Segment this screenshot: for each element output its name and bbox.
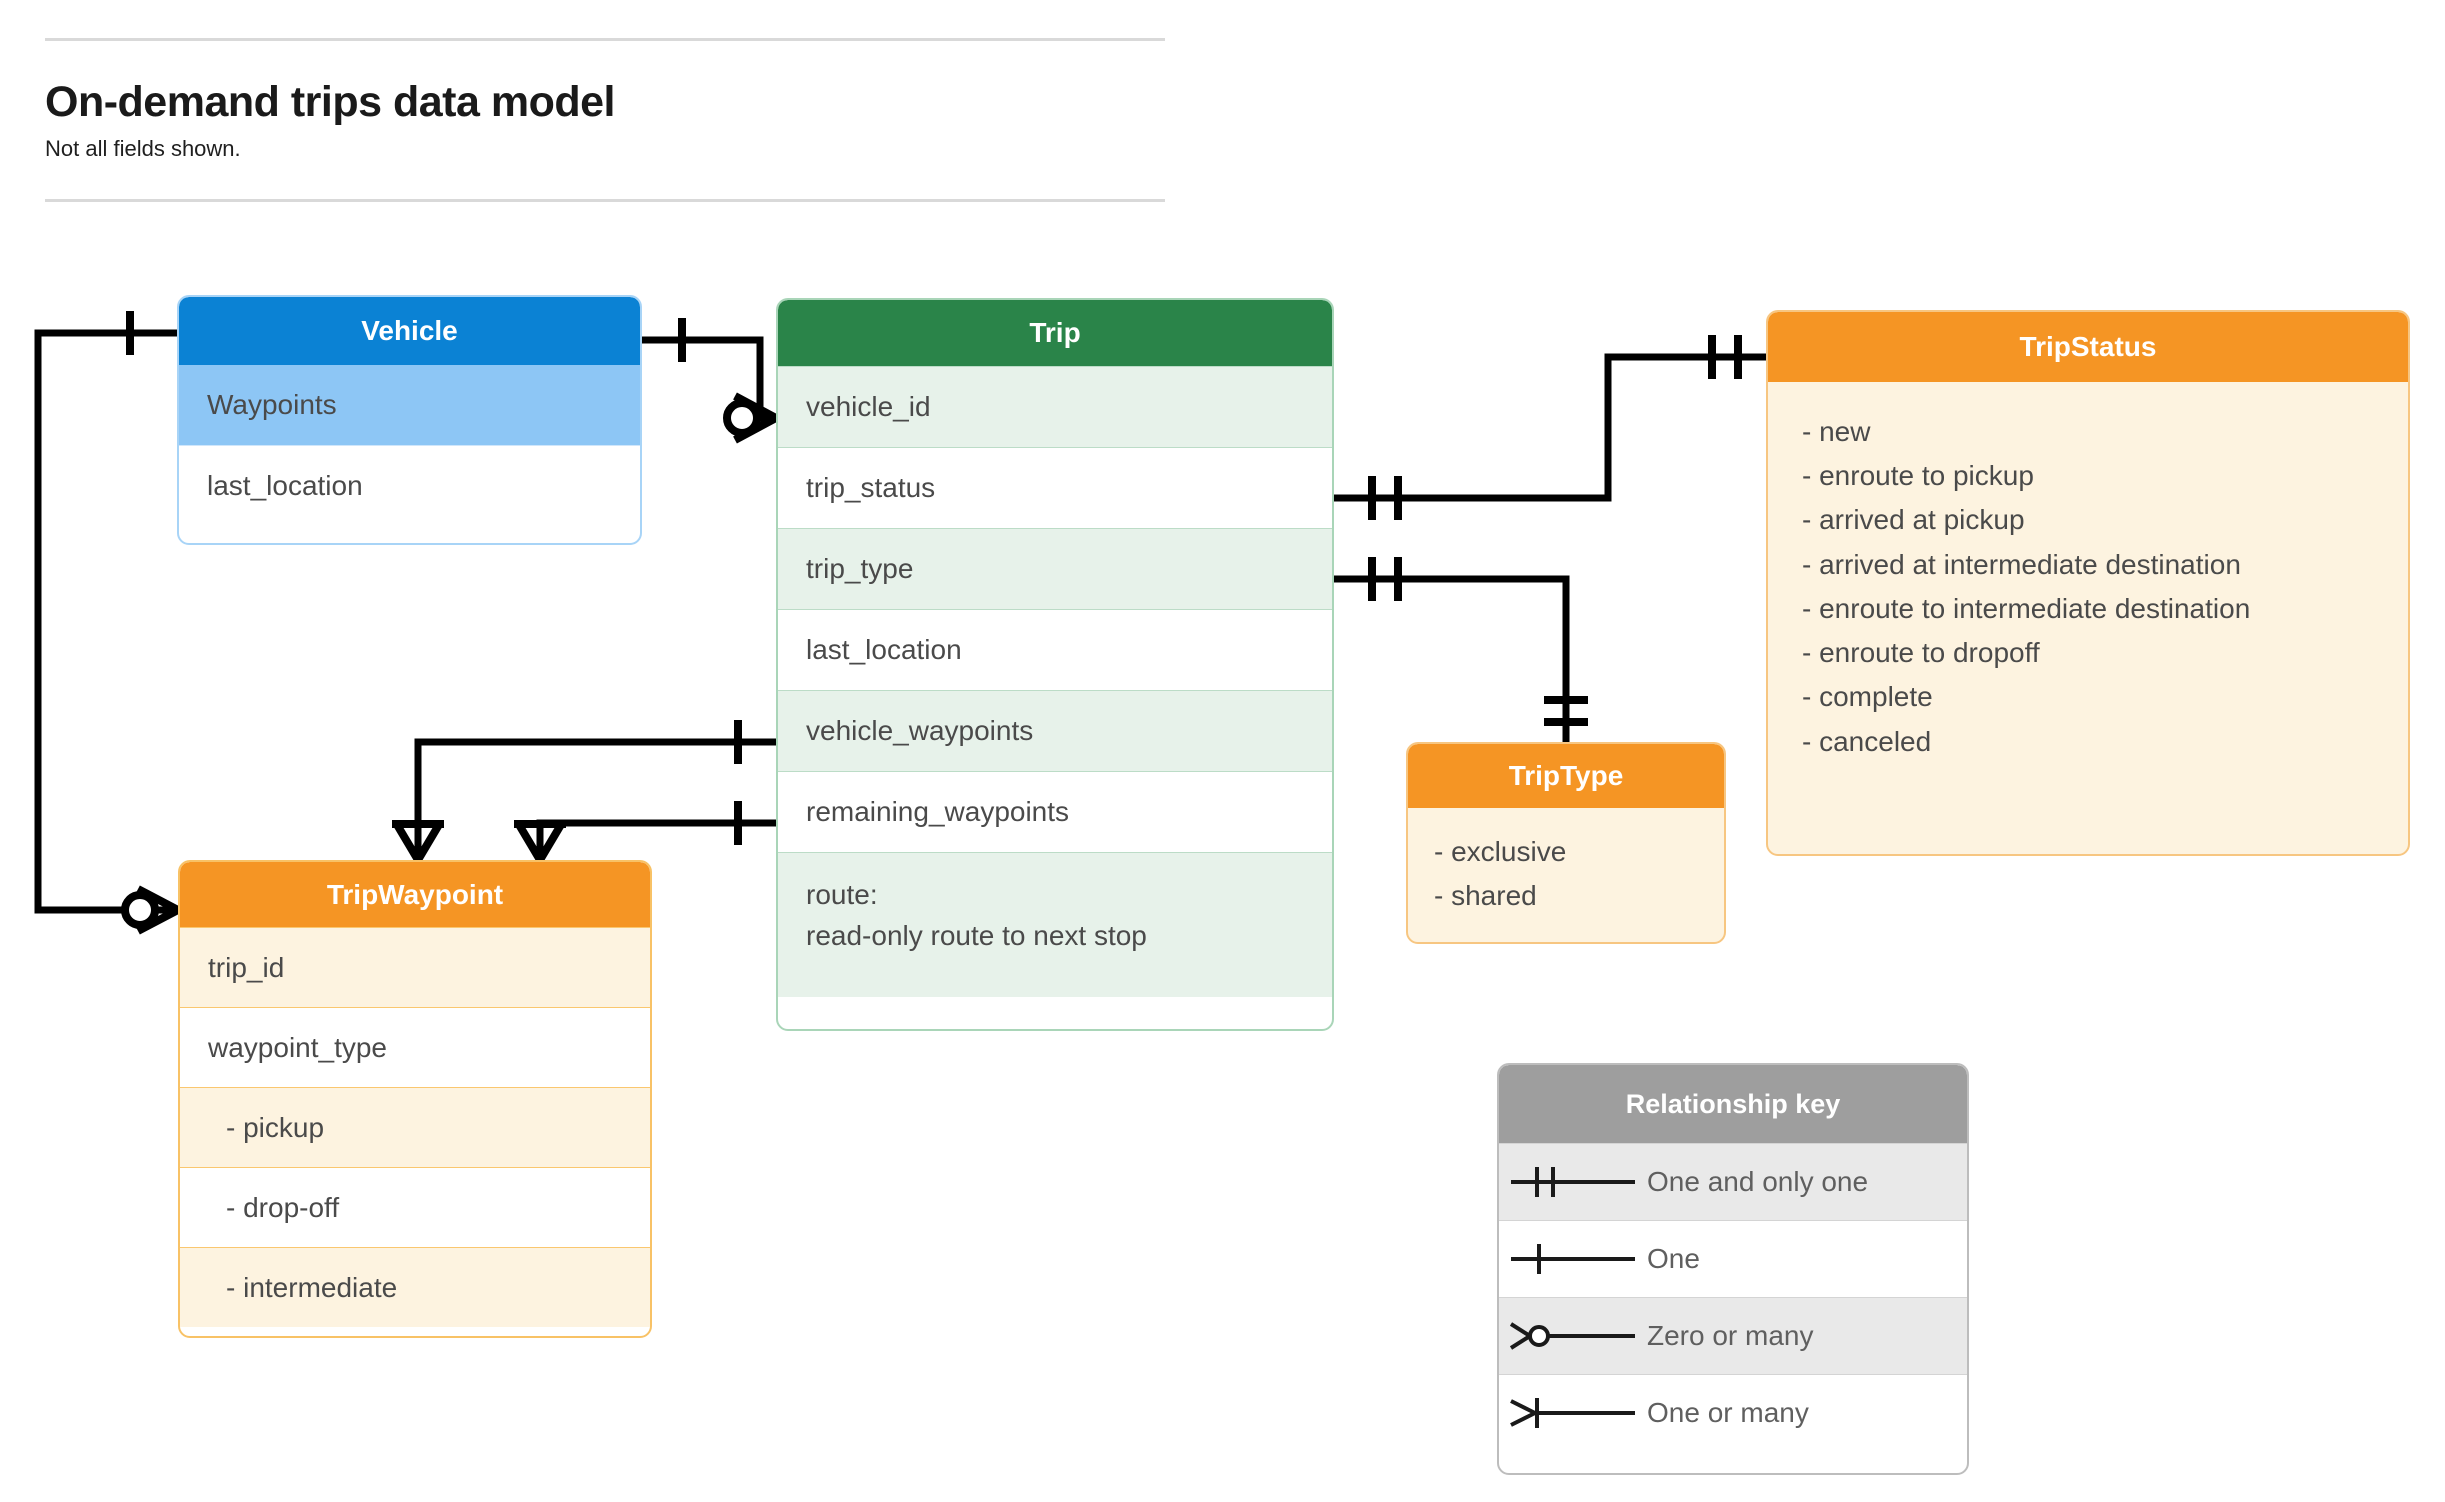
connector-vehicle-waypoints-field-to-tripwaypoint bbox=[392, 720, 776, 863]
entity-vehicle[interactable]: Vehicle Waypoints last_location bbox=[177, 295, 642, 545]
legend-row-one-or-many: One or many bbox=[1499, 1374, 1967, 1451]
trip-status-value: - complete bbox=[1802, 681, 1933, 713]
connector-trip-type-to-triptype bbox=[1334, 557, 1588, 742]
field-trip-last-location[interactable]: last_location bbox=[778, 609, 1332, 690]
trip-status-value: - arrived at pickup bbox=[1802, 504, 2025, 536]
header-rule-bottom bbox=[45, 198, 1165, 202]
document-header: On-demand trips data model Not all field… bbox=[45, 38, 1165, 202]
relationship-key-title: Relationship key bbox=[1499, 1065, 1967, 1143]
trip-status-value: - new bbox=[1802, 416, 1871, 447]
relationship-key-panel: Relationship key One and only one One bbox=[1497, 1063, 1969, 1475]
header-rule-top bbox=[45, 38, 1165, 41]
zero-or-many-icon bbox=[1499, 1314, 1647, 1358]
field-trip-route[interactable]: route: read-only route to next stop bbox=[778, 852, 1332, 997]
field-trip-route-line2: read-only route to next stop bbox=[806, 919, 1147, 951]
field-tripwaypoint-pickup[interactable]: - pickup bbox=[180, 1087, 650, 1167]
field-tripwaypoint-intermediate[interactable]: - intermediate bbox=[180, 1247, 650, 1327]
entity-trip-type[interactable]: TripType - exclusive - shared bbox=[1406, 742, 1726, 944]
connector-trip-status-to-tripstatus bbox=[1334, 335, 1766, 520]
entity-trip-type-title: TripType bbox=[1408, 744, 1724, 808]
legend-label: One and only one bbox=[1647, 1166, 1869, 1197]
trip-type-value: - shared bbox=[1434, 880, 1537, 912]
trip-status-value: - canceled bbox=[1802, 725, 1932, 757]
legend-label: One bbox=[1647, 1243, 1700, 1274]
trip-status-value: - enroute to dropoff bbox=[1802, 637, 2040, 669]
legend-row-one: One bbox=[1499, 1220, 1967, 1297]
entity-trip-status[interactable]: TripStatus - new - enroute to pickup - a… bbox=[1766, 310, 2410, 856]
field-trip-vehicle-waypoints[interactable]: vehicle_waypoints bbox=[778, 690, 1332, 771]
field-tripwaypoint-trip-id[interactable]: trip_id bbox=[180, 927, 650, 1007]
trip-type-enum-list: - exclusive - shared bbox=[1408, 808, 1724, 932]
entity-trip-title: Trip bbox=[778, 300, 1332, 366]
one-and-only-one-icon bbox=[1499, 1160, 1647, 1204]
field-trip-vehicle-id[interactable]: vehicle_id bbox=[778, 366, 1332, 447]
trip-status-enum-list: - new - enroute to pickup - arrived at p… bbox=[1768, 382, 2408, 782]
entity-trip[interactable]: Trip vehicle_id trip_status trip_type la… bbox=[776, 298, 1334, 1031]
field-vehicle-last-location[interactable]: last_location bbox=[179, 445, 640, 525]
entity-vehicle-title: Vehicle bbox=[179, 297, 640, 365]
connector-remaining-waypoints-to-tripwaypoint bbox=[514, 801, 776, 863]
one-or-many-icon bbox=[1499, 1391, 1647, 1435]
connector-vehicle-waypoints-to-tripwaypoint bbox=[34, 311, 180, 935]
legend-row-one-and-only-one: One and only one bbox=[1499, 1143, 1967, 1220]
field-trip-route-line1: route: bbox=[806, 879, 878, 910]
trip-type-value: - exclusive bbox=[1434, 836, 1567, 867]
field-tripwaypoint-waypoint-type[interactable]: waypoint_type bbox=[180, 1007, 650, 1087]
connector-vehicle-to-trip bbox=[642, 318, 778, 444]
field-trip-trip-status[interactable]: trip_status bbox=[778, 447, 1332, 528]
field-trip-trip-type[interactable]: trip_type bbox=[778, 528, 1332, 609]
legend-row-zero-or-many: Zero or many bbox=[1499, 1297, 1967, 1374]
legend-label: Zero or many bbox=[1647, 1320, 1814, 1351]
entity-trip-waypoint[interactable]: TripWaypoint trip_id waypoint_type - pic… bbox=[178, 860, 652, 1338]
one-icon bbox=[1499, 1237, 1647, 1281]
entity-trip-waypoint-title: TripWaypoint bbox=[180, 862, 650, 927]
entity-trip-status-title: TripStatus bbox=[1768, 312, 2408, 382]
trip-status-value: - enroute to pickup bbox=[1802, 460, 2034, 492]
trip-status-value: - arrived at intermediate destination bbox=[1802, 548, 2241, 580]
page-subtitle: Not all fields shown. bbox=[45, 136, 241, 162]
field-tripwaypoint-dropoff[interactable]: - drop-off bbox=[180, 1167, 650, 1247]
legend-label: One or many bbox=[1647, 1397, 1809, 1428]
field-trip-remaining-waypoints[interactable]: remaining_waypoints bbox=[778, 771, 1332, 852]
field-vehicle-waypoints[interactable]: Waypoints bbox=[179, 365, 640, 445]
page-title: On-demand trips data model bbox=[45, 78, 615, 126]
trip-status-value: - enroute to intermediate destination bbox=[1802, 592, 2251, 624]
